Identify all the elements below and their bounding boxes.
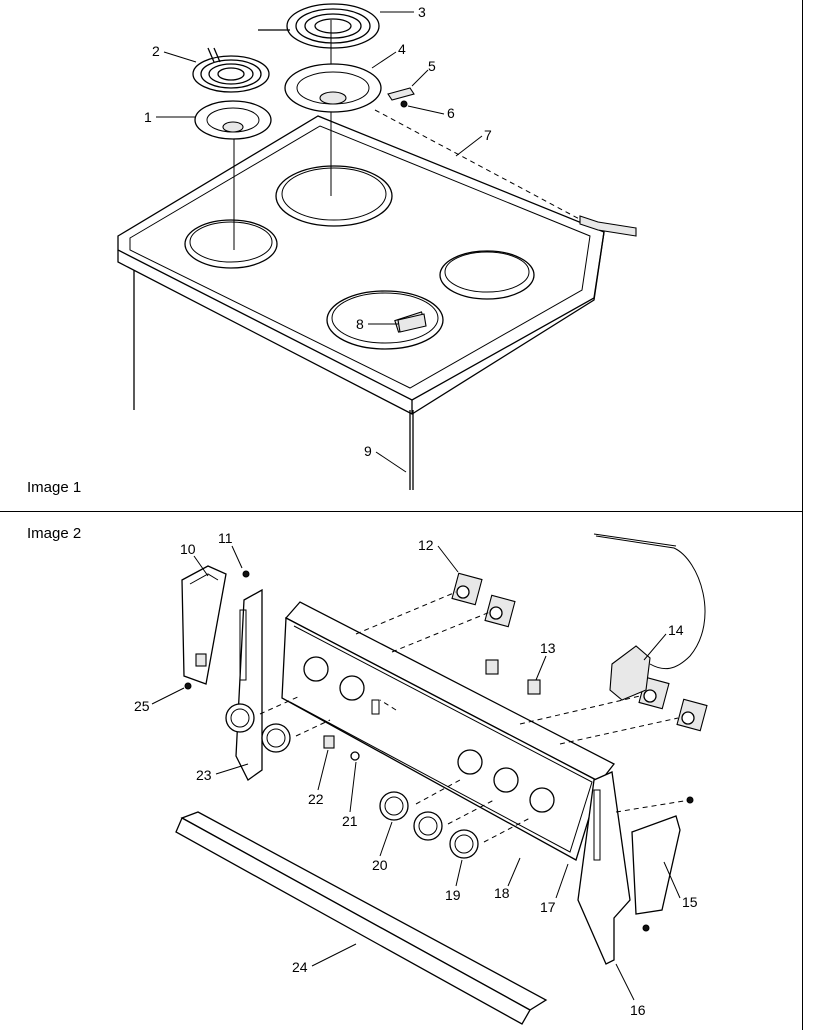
svg-text:12: 12 — [418, 537, 434, 553]
image-2-panel: Image 2 — [0, 512, 803, 1030]
svg-text:17: 17 — [540, 899, 556, 915]
callout-20: 20 — [372, 821, 393, 873]
svg-text:1: 1 — [144, 109, 152, 125]
backguard-panel — [281, 616, 601, 861]
callout-17: 17 — [540, 863, 569, 915]
svg-text:22: 22 — [308, 791, 324, 807]
callout-23: 23 — [196, 763, 249, 783]
control-knob — [449, 829, 479, 859]
callout-2: 2 — [152, 43, 197, 63]
panel-caption: Image 2 — [27, 525, 82, 542]
surface-element-small — [192, 47, 270, 93]
callout-4: 4 — [371, 41, 406, 69]
infinite-switch — [676, 698, 708, 732]
control-knob — [225, 703, 255, 733]
burner-opening — [326, 290, 444, 350]
control-knob — [413, 811, 443, 841]
callout-8: 8 — [356, 316, 398, 332]
drip-pan-large — [284, 63, 382, 113]
svg-text:25: 25 — [134, 698, 150, 714]
svg-text:3: 3 — [418, 4, 426, 20]
callout-22: 22 — [308, 749, 329, 807]
infinite-switch — [484, 594, 516, 628]
cooktop-drawing: 1 2 3 4 5 6 7 8 9 — [117, 3, 637, 490]
svg-text:2: 2 — [152, 43, 160, 59]
callout-3: 3 — [380, 4, 426, 20]
svg-text:21: 21 — [342, 813, 358, 829]
end-cap-right — [631, 815, 681, 915]
control-knob — [261, 723, 291, 753]
callout-9: 9 — [364, 443, 407, 473]
infinite-switch — [451, 572, 483, 606]
callout-13: 13 — [535, 640, 556, 681]
image-1-panel: Image 1 — [0, 0, 803, 512]
svg-text:20: 20 — [372, 857, 388, 873]
svg-text:11: 11 — [218, 530, 233, 546]
burner-opening — [439, 250, 535, 300]
svg-text:7: 7 — [484, 127, 492, 143]
side-bracket-right — [577, 771, 631, 965]
burner-opening — [184, 219, 278, 269]
callout-11: 11 — [218, 530, 243, 569]
clock-timer — [609, 645, 651, 701]
callout-21: 21 — [342, 761, 358, 829]
svg-text:16: 16 — [630, 1002, 646, 1018]
callout-10: 10 — [180, 541, 209, 577]
receptacle-part — [387, 87, 415, 101]
burner-opening — [275, 165, 393, 227]
svg-text:15: 15 — [682, 894, 698, 910]
svg-text:23: 23 — [196, 767, 212, 783]
control-knob — [379, 791, 409, 821]
callout-12: 12 — [418, 537, 459, 573]
callout-18: 18 — [494, 857, 521, 901]
callout-24: 24 — [292, 943, 357, 975]
cooktop-surface — [117, 115, 605, 401]
drip-pan-small — [194, 100, 272, 140]
callout-6: 6 — [407, 105, 455, 121]
svg-text:24: 24 — [292, 959, 308, 975]
svg-text:13: 13 — [540, 640, 556, 656]
svg-text:18: 18 — [494, 885, 510, 901]
callout-5: 5 — [411, 58, 436, 87]
svg-text:8: 8 — [356, 316, 364, 332]
svg-text:4: 4 — [398, 41, 406, 57]
callout-1: 1 — [144, 109, 196, 125]
callout-16: 16 — [615, 963, 646, 1018]
svg-text:5: 5 — [428, 58, 436, 74]
svg-text:19: 19 — [445, 887, 461, 903]
callout-25: 25 — [134, 687, 185, 714]
callout-15: 15 — [663, 861, 698, 910]
trim-strip — [180, 811, 548, 1011]
callout-7: 7 — [455, 127, 492, 157]
surface-element-large — [258, 3, 380, 49]
svg-text:9: 9 — [364, 443, 372, 459]
svg-text:14: 14 — [668, 622, 684, 638]
callout-14: 14 — [643, 622, 684, 661]
control-panel-drawing: 10 11 12 13 14 15 16 17 18 19 20 21 22 2… — [134, 530, 708, 1025]
panel-caption: Image 1 — [27, 479, 82, 496]
svg-text:10: 10 — [180, 541, 196, 557]
callout-19: 19 — [445, 859, 463, 903]
svg-text:6: 6 — [447, 105, 455, 121]
end-cap-left — [181, 565, 227, 685]
